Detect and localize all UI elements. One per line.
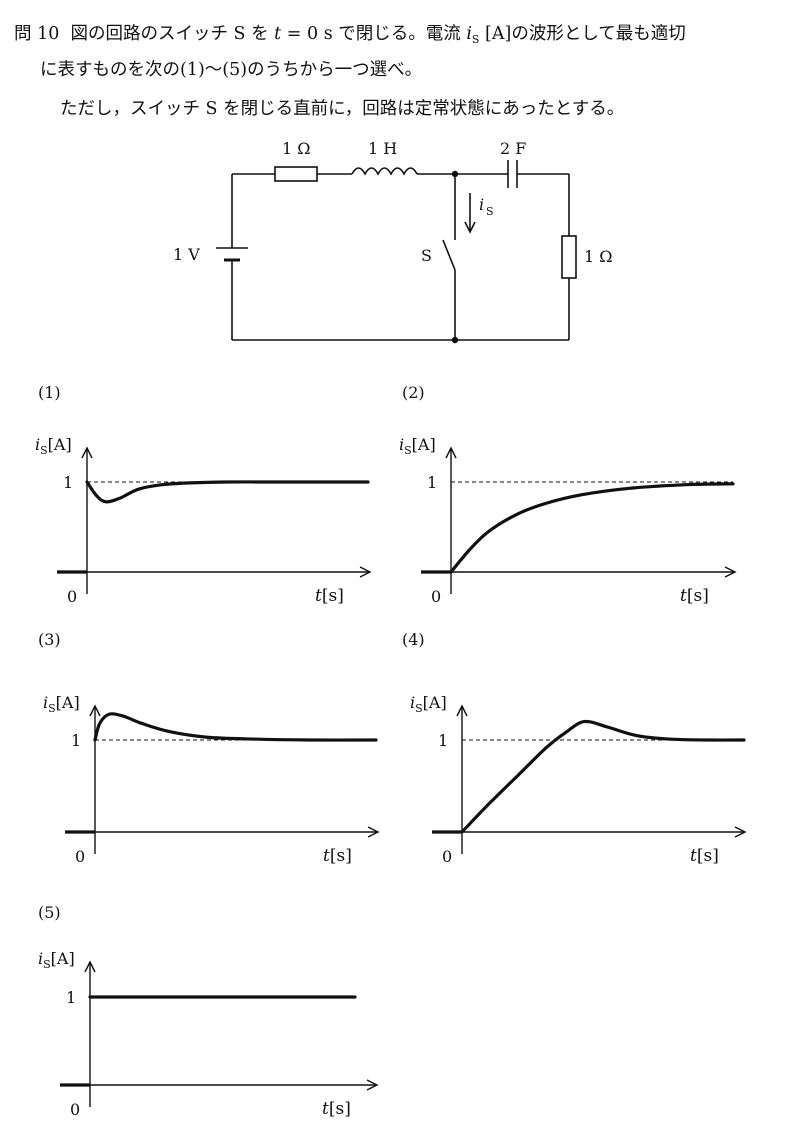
x-origin-label: 0 (70, 1100, 80, 1119)
inductor-label: 1 H (368, 139, 397, 158)
switch-blade (442, 239, 456, 271)
r2-label: 1 Ω (584, 247, 613, 266)
x-origin-label: 0 (442, 847, 452, 866)
y-axis-arrow (84, 960, 96, 973)
y-tick-1: 1 (63, 473, 73, 492)
x-origin-label: 0 (67, 587, 77, 606)
question-text-c: [A]の波形として最も適切 (479, 24, 686, 44)
waveform-line (449, 482, 735, 574)
y-axis-label: iS[A] (38, 949, 75, 971)
question-text-a: 図の回路のスイッチ S を (70, 24, 275, 44)
x-axis-arrow (724, 566, 737, 578)
question-line-1: 問 10 図の回路のスイッチ S を t = 0 s で閉じる。電流 iS [A… (14, 24, 686, 46)
y-axis-label: iS[A] (399, 435, 436, 457)
waveform-line (460, 719, 746, 834)
y-axis-label: iS[A] (35, 435, 72, 457)
graph-option-5: iS[A] 1 0 t[s] (38, 949, 379, 1119)
y-tick-1: 1 (71, 731, 81, 750)
option-label-2[interactable]: (2) (402, 383, 425, 402)
x-axis-label: t[s] (680, 586, 709, 606)
current-label-sub: S (486, 205, 494, 218)
y-tick-1: 1 (438, 731, 448, 750)
y-axis-label: iS[A] (43, 693, 80, 715)
question-text-b: = 0 s で閉じる。電流 (281, 24, 467, 44)
y-tick-1: 1 (427, 473, 437, 492)
inductor (351, 167, 418, 176)
x-axis-arrow (734, 826, 747, 838)
x-axis-label: t[s] (315, 586, 344, 606)
option-label-3[interactable]: (3) (38, 630, 61, 649)
graph-option-4: iS[A] 1 0 t[s] (410, 693, 747, 866)
current-arrow-head (464, 221, 476, 234)
y-axis-label: iS[A] (410, 693, 447, 715)
junction-top (451, 170, 459, 178)
x-axis-label: t[s] (690, 846, 719, 866)
capacitor-label: 2 F (500, 139, 526, 158)
x-axis-label: t[s] (323, 846, 352, 866)
option-label-5[interactable]: (5) (38, 903, 61, 922)
resistor-2 (561, 235, 577, 279)
graph-option-1: iS[A] 1 0 t[s] (35, 435, 372, 606)
option-label-1[interactable]: (1) (38, 383, 61, 402)
x-axis-arrow (367, 826, 380, 838)
y-axis-arrow (456, 704, 468, 717)
x-axis-arrow (366, 1079, 379, 1091)
question-var-i: i (466, 24, 472, 44)
question-number: 問 10 (14, 24, 60, 44)
y-tick-1: 1 (66, 988, 76, 1007)
question-line-2: に表すものを次の(1)～(5)のうちから一つ選べ。 (40, 60, 423, 80)
junction-bottom (451, 336, 459, 344)
option-label-4[interactable]: (4) (402, 630, 425, 649)
question-var-sub: S (471, 33, 480, 46)
graph-option-2: iS[A] 1 0 t[s] (399, 435, 737, 606)
x-axis-arrow (359, 566, 372, 578)
switch-label: S (421, 246, 432, 265)
x-axis-label: t[s] (322, 1099, 351, 1119)
current-label-i: i (479, 195, 484, 214)
question-line-3: ただし，スイッチ S を閉じる直前に，回路は定常状態にあったとする。 (60, 99, 625, 119)
y-axis-arrow (81, 446, 93, 459)
y-axis-arrow (445, 446, 457, 459)
y-axis-arrow (89, 704, 101, 717)
x-origin-label: 0 (75, 847, 85, 866)
waveform-line (85, 480, 370, 504)
resistor-1 (274, 166, 318, 182)
circuit-diagram (216, 160, 577, 341)
voltage-label: 1 V (173, 245, 200, 264)
question-var-t: t (274, 24, 282, 44)
x-origin-label: 0 (431, 587, 441, 606)
graph-option-3: iS[A] 1 0 t[s] (43, 693, 380, 866)
r1-label: 1 Ω (282, 139, 311, 158)
waveform-line (93, 712, 378, 742)
